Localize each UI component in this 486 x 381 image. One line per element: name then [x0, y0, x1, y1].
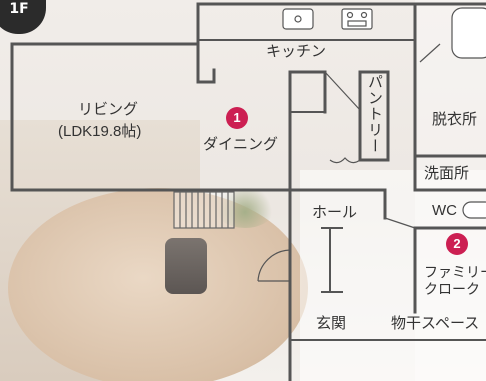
room-label-drying-space: 物干スペース	[391, 315, 480, 332]
room-label-pantry: パントリー	[366, 74, 383, 154]
room-label-wc: WC	[432, 202, 457, 219]
room-label-washroom: 洗面所	[424, 165, 470, 182]
photo-plant	[215, 188, 275, 228]
room-label-ldk-size: (LDK19.8帖)	[58, 123, 142, 140]
room-label-dressing: 脱衣所	[432, 111, 478, 128]
room-label-hall: ホール	[312, 204, 358, 221]
room-label-closet: クローク	[424, 281, 480, 297]
marker-1: 1	[226, 107, 248, 129]
marker-2: 2	[446, 233, 468, 255]
room-label-family-closet: ファミリー	[424, 264, 486, 280]
photo-plant-pot	[165, 238, 207, 294]
room-label-kitchen: キッチン	[266, 43, 327, 60]
room-label-entrance: 玄関	[316, 315, 347, 332]
room-label-living: リビング	[78, 101, 139, 118]
room-label-dining: ダイニング	[203, 136, 279, 153]
